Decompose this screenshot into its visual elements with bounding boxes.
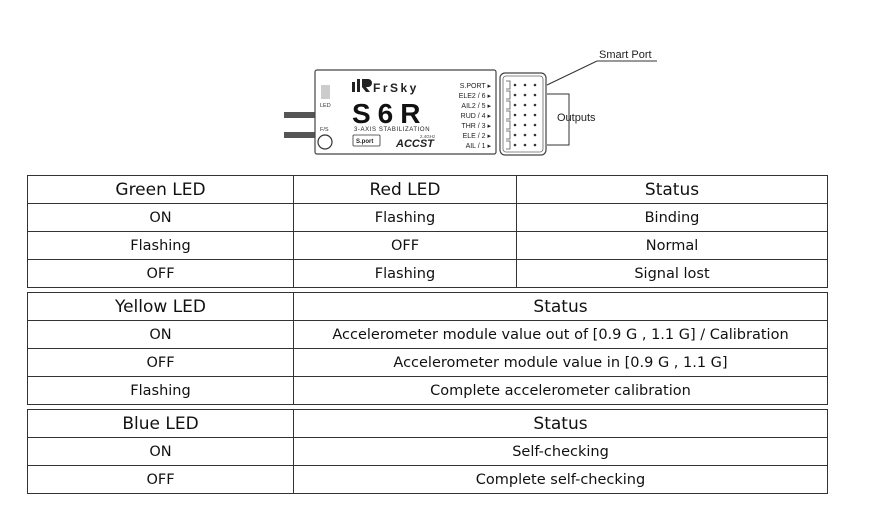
cell-green: OFF bbox=[27, 259, 294, 288]
cell-blue: OFF bbox=[27, 465, 294, 494]
connector-pin bbox=[523, 93, 527, 97]
smart-port-leader bbox=[546, 60, 598, 86]
table-row: ON Flashing Binding bbox=[27, 203, 828, 232]
header-blue-led: Blue LED bbox=[27, 409, 294, 438]
connector-pin bbox=[523, 123, 527, 127]
port-label: ELE / 2 ▸ bbox=[463, 133, 492, 140]
cell-yellow: Flashing bbox=[27, 376, 294, 405]
table-header-row: Yellow LED Status bbox=[27, 292, 828, 321]
table-row: Flashing OFF Normal bbox=[27, 231, 828, 260]
table-row: ON Accelerometer module value out of [0.… bbox=[27, 320, 828, 349]
cell-blue: ON bbox=[27, 437, 294, 466]
sport-badge-text: S.port bbox=[356, 139, 373, 145]
smart-port-label: Smart Port bbox=[599, 49, 652, 61]
frequency-label: 2.4GHz bbox=[420, 134, 436, 139]
fs-button bbox=[317, 134, 333, 150]
cell-green: Flashing bbox=[27, 231, 294, 260]
connector-notch bbox=[506, 130, 511, 140]
header-yellow-led: Yellow LED bbox=[27, 292, 294, 321]
cell-status: Accelerometer module value in [0.9 G , 1… bbox=[293, 348, 828, 377]
antenna-lead-top bbox=[284, 112, 316, 118]
table-row: OFF Accelerometer module value in [0.9 G… bbox=[27, 348, 828, 377]
port-label: S.PORT ▸ bbox=[460, 83, 492, 90]
header-status: Status bbox=[516, 175, 828, 204]
cell-yellow: OFF bbox=[27, 348, 294, 377]
cell-red: OFF bbox=[293, 231, 517, 260]
antenna-lead-bottom bbox=[284, 132, 316, 138]
cell-yellow: ON bbox=[27, 320, 294, 349]
connector-pin bbox=[513, 93, 517, 97]
cell-red: Flashing bbox=[293, 203, 517, 232]
connector-pin bbox=[533, 133, 537, 137]
brand-name: FrSky bbox=[373, 81, 419, 95]
blue-led-table: Blue LED Status ON Self-checking OFF Com… bbox=[27, 409, 828, 494]
connector-block bbox=[499, 72, 547, 156]
connector-inner bbox=[502, 75, 544, 153]
header-status: Status bbox=[293, 292, 828, 321]
port-label: THR / 3 ▸ bbox=[461, 123, 491, 130]
receiver-diagram: LED F/S FrSky S6R 3-AXIS STABILIZATION S… bbox=[284, 49, 657, 156]
connector-pin bbox=[523, 143, 527, 147]
port-labels: S.PORT ▸ ELE2 / 6 ▸ AIL2 / 5 ▸ RUD / 4 ▸ THR… bbox=[459, 83, 492, 150]
connector-notch bbox=[506, 140, 511, 150]
cell-red: Flashing bbox=[293, 259, 517, 288]
receiver-body bbox=[314, 69, 497, 155]
connector-pin bbox=[523, 133, 527, 137]
connector-pin bbox=[513, 83, 517, 87]
outputs-bracket bbox=[547, 93, 570, 146]
fs-label: F/S bbox=[320, 127, 329, 133]
led-window bbox=[321, 85, 330, 99]
table-header-row: Green LED Red LED Status bbox=[27, 175, 828, 204]
model-name: S6R bbox=[352, 98, 427, 129]
connector-notch bbox=[506, 100, 511, 110]
port-label: RUD / 4 ▸ bbox=[461, 113, 492, 120]
connector-pin bbox=[523, 83, 527, 87]
connector-pin bbox=[513, 113, 517, 117]
table-header-row: Blue LED Status bbox=[27, 409, 828, 438]
connector-notch bbox=[506, 90, 511, 100]
frsky-logo-icon bbox=[352, 79, 372, 92]
connector-pin bbox=[533, 103, 537, 107]
sport-badge bbox=[352, 134, 381, 147]
cell-status: Signal lost bbox=[516, 259, 828, 288]
connector-pin bbox=[513, 133, 517, 137]
header-status: Status bbox=[293, 409, 828, 438]
connector-notch bbox=[506, 120, 511, 130]
table-row: OFF Flashing Signal lost bbox=[27, 259, 828, 288]
cell-status: Complete self-checking bbox=[293, 465, 828, 494]
yellow-led-table: Yellow LED Status ON Accelerometer modul… bbox=[27, 292, 828, 405]
green-red-led-table: Green LED Red LED Status ON Flashing Bin… bbox=[27, 175, 828, 288]
connector-pin bbox=[513, 123, 517, 127]
port-label: AIL2 / 5 ▸ bbox=[461, 103, 491, 110]
connector-pins bbox=[506, 80, 537, 150]
cell-green: ON bbox=[27, 203, 294, 232]
cell-status: Normal bbox=[516, 231, 828, 260]
connector-pin bbox=[513, 103, 517, 107]
connector-pin bbox=[533, 123, 537, 127]
header-green-led: Green LED bbox=[27, 175, 294, 204]
connector-notch bbox=[506, 80, 511, 90]
connector-notch bbox=[506, 110, 511, 120]
cell-status: Self-checking bbox=[293, 437, 828, 466]
header-red-led: Red LED bbox=[293, 175, 517, 204]
connector-pin bbox=[533, 143, 537, 147]
connector-pin bbox=[533, 113, 537, 117]
accst-label: ACCST bbox=[395, 138, 435, 150]
led-label: LED bbox=[320, 103, 331, 109]
outputs-label: Outputs bbox=[557, 112, 596, 124]
table-row: Flashing Complete accelerometer calibrat… bbox=[27, 376, 828, 405]
model-subtitle: 3-AXIS STABILIZATION bbox=[354, 127, 430, 133]
cell-status: Binding bbox=[516, 203, 828, 232]
cell-status: Accelerometer module value out of [0.9 G… bbox=[293, 320, 828, 349]
connector-pin bbox=[533, 83, 537, 87]
connector-pin bbox=[533, 93, 537, 97]
connector-pin bbox=[523, 103, 527, 107]
table-row: ON Self-checking bbox=[27, 437, 828, 466]
cell-status: Complete accelerometer calibration bbox=[293, 376, 828, 405]
table-row: OFF Complete self-checking bbox=[27, 465, 828, 494]
connector-pin bbox=[523, 113, 527, 117]
connector-pin bbox=[513, 143, 517, 147]
port-label: AIL / 1 ▸ bbox=[466, 143, 492, 150]
port-label: ELE2 / 6 ▸ bbox=[459, 93, 492, 100]
